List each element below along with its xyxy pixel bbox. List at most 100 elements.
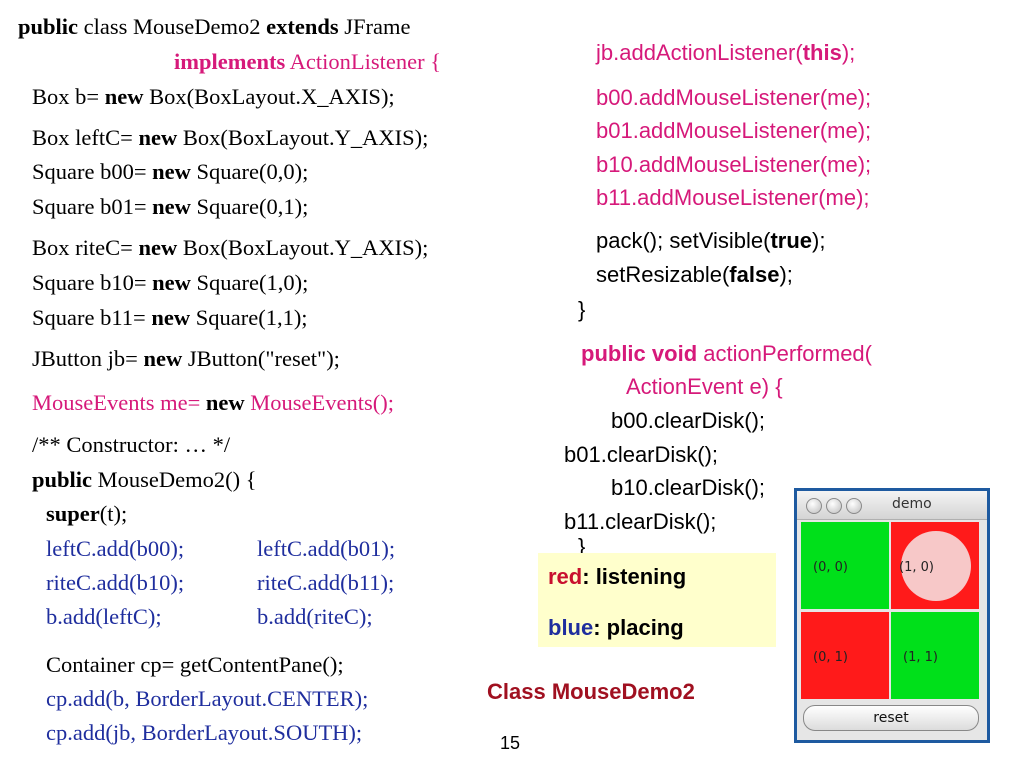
- code-line: b10.clearDisk();: [611, 474, 765, 502]
- code-line: b00.clearDisk();: [611, 407, 765, 435]
- code-keyword: public: [32, 467, 93, 492]
- code-text: leftC.add(b01);: [257, 536, 396, 561]
- zoom-window-icon[interactable]: [846, 498, 862, 514]
- code-text: ActionEvent e) {: [626, 374, 783, 399]
- code-text: leftC.add(b00);: [46, 536, 185, 561]
- code-text: b11.clearDisk();: [564, 509, 717, 534]
- code-text: Square(0,0);: [190, 159, 309, 184]
- code-keyword: new: [152, 159, 191, 184]
- code-text: Box riteC=: [32, 235, 139, 260]
- code-text: riteC.add(b11);: [257, 570, 395, 595]
- code-line: ActionEvent e) {: [626, 373, 783, 401]
- code-text: b11.addMouseListener(me);: [596, 185, 870, 210]
- legend-blue-text: : placing: [593, 615, 684, 640]
- code-text: (t);: [99, 501, 128, 526]
- code-text: Square b00=: [32, 159, 153, 184]
- code-line: Box riteC= new Box(BoxLayout.Y_AXIS);: [32, 234, 428, 262]
- code-line: setResizable(false);: [596, 261, 793, 289]
- code-line: public MouseDemo2() {: [32, 466, 257, 494]
- window-title: demo: [892, 496, 932, 512]
- code-text: pack(); setVisible(: [596, 228, 771, 253]
- legend-red-word: red: [548, 564, 583, 589]
- close-window-icon[interactable]: [806, 498, 822, 514]
- square-label: (0, 1): [813, 650, 848, 665]
- code-text: MouseDemo2() {: [92, 467, 257, 492]
- code-text: actionPerformed(: [697, 341, 872, 366]
- code-line: Square b10= new Square(1,0);: [32, 269, 308, 297]
- code-text: JFrame: [338, 14, 411, 39]
- code-line: }: [578, 533, 585, 561]
- code-line: leftC.add(b01);: [257, 535, 395, 563]
- code-line: riteC.add(b10);: [46, 569, 184, 597]
- code-line: Square b00= new Square(0,0);: [32, 158, 308, 186]
- code-keyword: new: [152, 270, 191, 295]
- square-label: (1, 1): [903, 650, 938, 665]
- minimize-window-icon[interactable]: [826, 498, 842, 514]
- code-line: public class MouseDemo2 extends JFrame: [18, 13, 411, 41]
- code-text: JButton jb=: [32, 346, 144, 371]
- code-keyword: new: [152, 194, 191, 219]
- square-1-1[interactable]: (1, 1): [891, 612, 979, 699]
- code-text: b01.addMouseListener(me);: [596, 118, 872, 143]
- code-keyword: true: [770, 228, 812, 253]
- code-keyword: super: [46, 501, 100, 526]
- code-text: Square(1,1);: [190, 305, 308, 330]
- code-text: setResizable(: [596, 262, 730, 287]
- code-line: Container cp= getContentPane();: [46, 651, 344, 679]
- legend-red-text: : listening: [582, 564, 687, 589]
- code-line: leftC.add(b00);: [46, 535, 184, 563]
- code-text: Box leftC=: [32, 125, 139, 150]
- code-text: MouseEvents me=: [32, 390, 206, 415]
- code-keyword: new: [151, 305, 191, 330]
- code-line: Box leftC= new Box(BoxLayout.Y_AXIS);: [32, 124, 428, 152]
- code-keyword: new: [138, 235, 178, 260]
- code-text: );: [812, 228, 826, 253]
- code-keyword: new: [104, 84, 144, 109]
- code-keyword: this: [802, 40, 842, 65]
- legend-blue-word: blue: [548, 615, 594, 640]
- code-line: Square b01= new Square(0,1);: [32, 193, 308, 221]
- window-titlebar[interactable]: demo: [797, 491, 987, 520]
- code-line: Square b11= new Square(1,1);: [32, 304, 308, 332]
- square-1-0[interactable]: (1, 0): [891, 522, 979, 609]
- code-text: Container cp= getContentPane();: [46, 652, 344, 677]
- code-line: b11.addMouseListener(me);: [596, 184, 870, 212]
- code-text: Box(BoxLayout.Y_AXIS);: [177, 235, 429, 260]
- code-text: Square b01=: [32, 194, 153, 219]
- code-keyword: new: [205, 390, 245, 415]
- code-text: class MouseDemo2: [78, 14, 267, 39]
- code-keyword: public: [18, 14, 79, 39]
- disk-marker: [901, 531, 971, 601]
- code-line: }: [578, 296, 585, 324]
- code-text: cp.add(b, BorderLayout.CENTER);: [46, 686, 369, 711]
- reset-button[interactable]: reset: [803, 705, 979, 731]
- code-text: b.add(leftC);: [46, 604, 162, 629]
- code-line: riteC.add(b11);: [257, 569, 394, 597]
- code-line: cp.add(b, BorderLayout.CENTER);: [46, 685, 368, 713]
- square-label: (1, 0): [899, 560, 934, 575]
- code-text: ActionListener {: [285, 49, 442, 74]
- code-text: Square(0,1);: [190, 194, 309, 219]
- code-text: b.add(riteC);: [257, 604, 373, 629]
- code-keyword: new: [143, 346, 183, 371]
- code-keyword: new: [138, 125, 178, 150]
- code-keyword: void: [651, 341, 698, 366]
- code-text: );: [779, 262, 793, 287]
- code-line: Box b= new Box(BoxLayout.X_AXIS);: [32, 83, 395, 111]
- demo-window: demo (0, 0) (1, 0) (0, 1) (1, 1) reset: [794, 488, 990, 743]
- code-line: cp.add(jb, BorderLayout.SOUTH);: [46, 719, 362, 747]
- code-text: }: [578, 297, 586, 322]
- code-text: b10.addMouseListener(me);: [596, 152, 872, 177]
- code-text: JButton("reset");: [182, 346, 340, 371]
- square-0-1[interactable]: (0, 1): [801, 612, 889, 699]
- code-line: pack(); setVisible(true);: [596, 227, 825, 255]
- code-text: b00.clearDisk();: [611, 408, 766, 433]
- square-0-0[interactable]: (0, 0): [801, 522, 889, 609]
- code-keyword: false: [729, 262, 780, 287]
- page-number: 15: [500, 733, 521, 753]
- code-text: cp.add(jb, BorderLayout.SOUTH);: [46, 720, 363, 745]
- code-line: b.add(riteC);: [257, 603, 373, 631]
- code-text: );: [841, 40, 856, 65]
- code-line: implements ActionListener {: [174, 48, 441, 76]
- code-line: b.add(leftC);: [46, 603, 162, 631]
